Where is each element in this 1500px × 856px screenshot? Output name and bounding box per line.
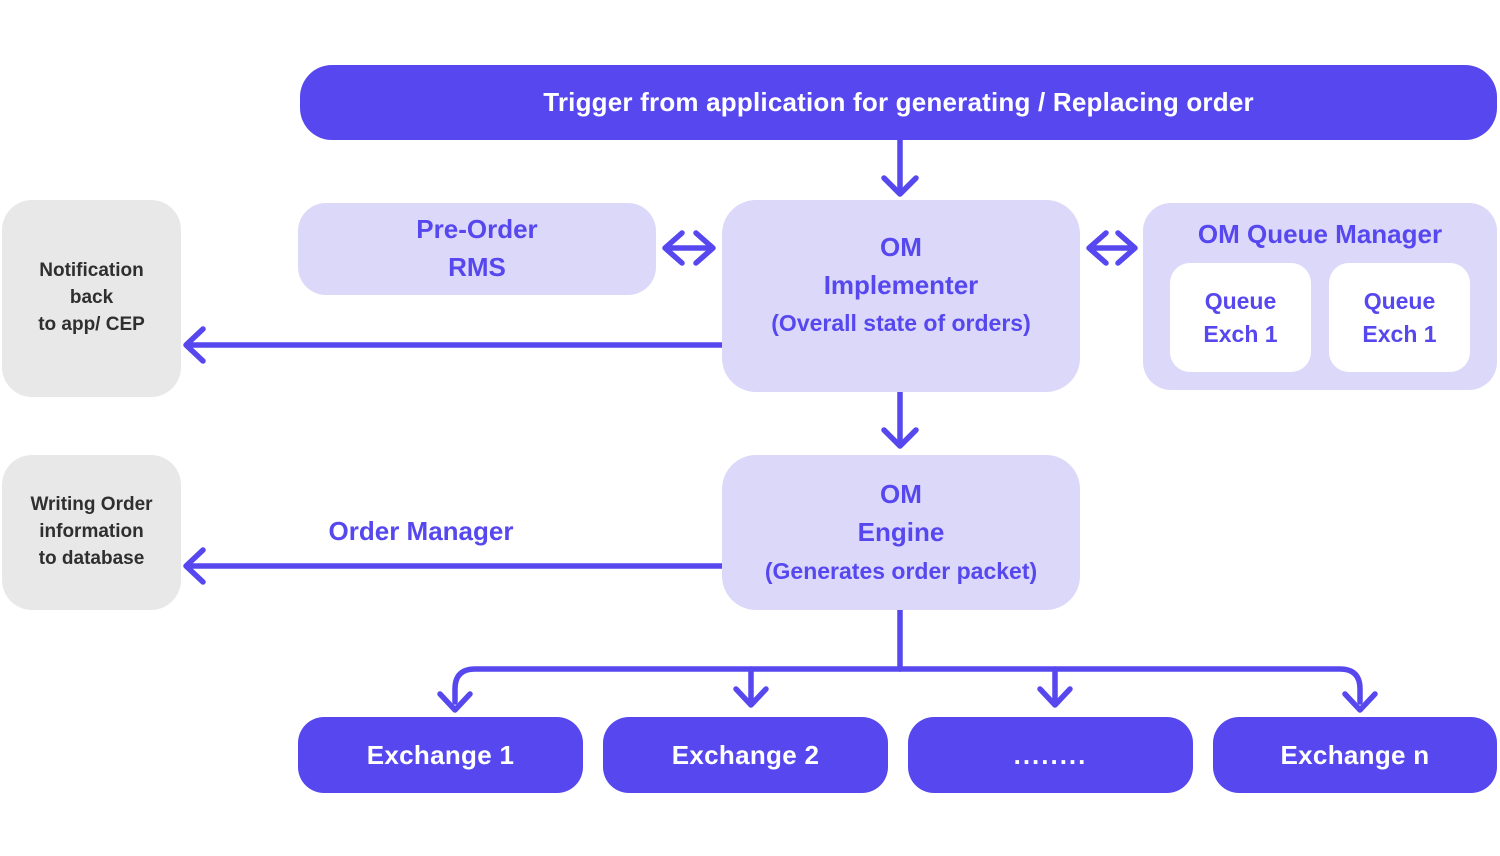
node-exchange-2: Exchange 2 [603,717,888,793]
order-manager-label: Order Manager [328,516,514,546]
arrow-preorder-implementer-bidirectional [662,230,716,266]
arrow-implementer-to-engine [881,389,919,449]
node-om-queue-manager: OM Queue Manager Queue Exch 1 Queue Exch… [1143,203,1497,390]
arrow-engine-to-exchanges [437,607,1378,713]
trigger-banner: Trigger from application for generating … [300,65,1497,140]
node-exchange-1: Exchange 1 [298,717,583,793]
queue-row: Queue Exch 1 Queue Exch 1 [1170,263,1470,372]
node-writing-order-db: Writing Order information to database [2,455,181,610]
node-exchange-ellipsis: ........ [908,717,1193,793]
node-exchange-n: Exchange n [1213,717,1497,793]
arrow-implementer-to-notification [183,326,725,364]
pre-order-rms-label: Pre-Order RMS [416,214,538,282]
node-om-implementer: OM Implementer (Overall state of orders) [722,200,1080,392]
om-implementer-subtitle: (Overall state of orders) [771,310,1031,337]
om-implementer-label: OM Implementer [823,231,979,300]
queue-exch-box-1: Queue Exch 1 [1170,263,1311,372]
queue-exch-box-2: Queue Exch 1 [1329,263,1470,372]
arrow-implementer-queuemanager-bidirectional [1086,230,1138,266]
om-queue-manager-title: OM Queue Manager [1197,219,1443,249]
arrow-trigger-to-implementer [881,137,919,197]
node-notification-back: Notification back to app/ CEP [2,200,181,397]
arrow-engine-to-database [183,547,725,585]
om-engine-subtitle: (Generates order packet) [764,557,1038,584]
trigger-banner-label: Trigger from application for generating … [543,87,1254,117]
node-pre-order-rms: Pre-Order RMS [298,203,656,295]
node-om-engine: OM Engine (Generates order packet) [722,455,1080,610]
om-engine-label: OM Engine [857,479,945,547]
